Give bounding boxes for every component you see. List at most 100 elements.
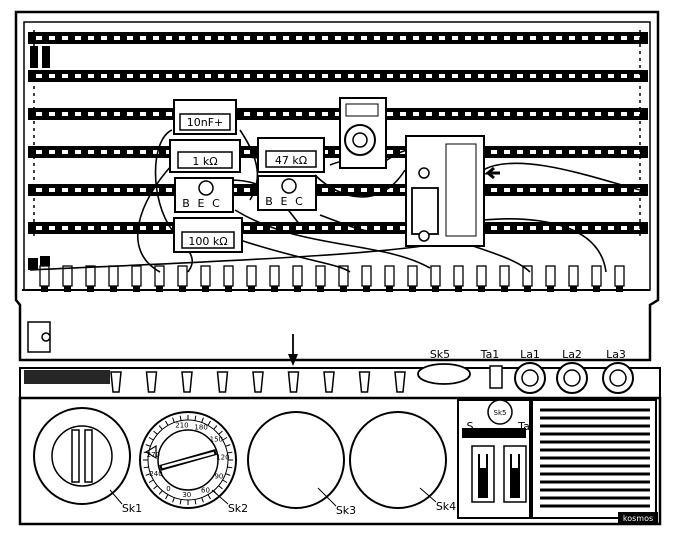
sk5-socket[interactable] [417, 363, 471, 385]
switch-lever[interactable] [394, 371, 406, 393]
rail-slot [621, 36, 627, 40]
terminal-post[interactable] [85, 265, 96, 287]
terminal-post[interactable] [246, 265, 257, 287]
rail-slot [36, 36, 42, 40]
switch-lever[interactable] [323, 371, 335, 393]
rail-slot [439, 74, 445, 78]
relay-module[interactable] [405, 135, 500, 247]
switch-lever[interactable] [252, 371, 264, 393]
terminal-post[interactable] [361, 265, 372, 287]
rail-slot [530, 36, 536, 40]
rail-slot [322, 226, 328, 230]
transistor-2[interactable]: B E C [257, 175, 317, 211]
terminal-post[interactable] [177, 265, 188, 287]
terminal-post[interactable] [614, 265, 625, 287]
dial-scale-ticks [143, 415, 233, 505]
switch-lever[interactable] [358, 371, 371, 393]
transistor-1[interactable]: B E C [174, 177, 234, 213]
rail-slot [400, 188, 406, 192]
rail-slot [192, 36, 198, 40]
rail-slot [387, 188, 393, 192]
rail-slot [465, 112, 471, 116]
rail-slot [114, 188, 120, 192]
rail-slot [309, 36, 315, 40]
side-jack[interactable] [27, 321, 51, 353]
rail-slot [283, 226, 289, 230]
rail-slot [283, 74, 289, 78]
terminal-post[interactable] [108, 265, 119, 287]
terminal-post[interactable] [131, 265, 142, 287]
rail-slot [608, 188, 614, 192]
switch-lever[interactable] [145, 371, 158, 393]
dial-sk3[interactable] [247, 411, 345, 509]
resistor-100k[interactable]: 100 kΩ [173, 217, 243, 253]
terminal-post[interactable] [591, 265, 602, 287]
terminal-post[interactable] [223, 265, 234, 287]
terminal-post[interactable] [453, 265, 464, 287]
rail-slot [49, 150, 55, 154]
rail-slot [88, 74, 94, 78]
terminal-post[interactable] [384, 265, 395, 287]
lamp-2[interactable] [556, 362, 588, 394]
terminal-post[interactable] [407, 265, 418, 287]
rail-slot [192, 74, 198, 78]
rail-slot [114, 226, 120, 230]
rail-slot [296, 36, 302, 40]
rail-slot [543, 150, 549, 154]
dial-sk4[interactable] [349, 411, 447, 509]
rail-slot [608, 36, 614, 40]
lamp-1[interactable] [514, 362, 546, 394]
panel-ta-label: Ta [517, 420, 530, 433]
transistor-1-e: E [198, 197, 205, 210]
scale-tick [218, 430, 223, 435]
switch-lever[interactable] [110, 371, 122, 393]
terminal-post[interactable] [292, 265, 303, 287]
rail-slot [595, 74, 601, 78]
lamp-3[interactable] [602, 362, 634, 394]
switch-lever[interactable] [287, 371, 300, 393]
capacitor[interactable]: 10nF+ [173, 99, 237, 135]
switch-lever[interactable] [181, 371, 193, 393]
transistor-1-c: C [212, 197, 220, 210]
terminal-post[interactable] [269, 265, 280, 287]
potentiometer[interactable] [339, 97, 387, 169]
scale-tick [172, 497, 175, 503]
rail-slot [75, 150, 81, 154]
scale-number: 150 [210, 435, 223, 443]
rail-slot [595, 150, 601, 154]
resistor-47k[interactable]: 47 kΩ [257, 137, 325, 173]
terminal-post[interactable] [545, 265, 556, 287]
dial-sk1[interactable] [33, 407, 131, 505]
rail-slot [621, 188, 627, 192]
terminal-post[interactable] [499, 265, 510, 287]
toggle-s[interactable] [471, 445, 495, 503]
terminal-post[interactable] [430, 265, 441, 287]
ta1-button[interactable] [489, 365, 503, 389]
rail-slot [179, 36, 185, 40]
rail-slot [270, 36, 276, 40]
rail-slot [569, 188, 575, 192]
resistor-1k[interactable]: 1 kΩ [169, 139, 241, 173]
wiring [29, 129, 641, 273]
scale-tick [143, 451, 149, 454]
rail-slot [296, 74, 302, 78]
scale-tick [153, 430, 158, 435]
rail-slot [75, 112, 81, 116]
rail-slot [114, 74, 120, 78]
panel-sk5-label: Sk5 [494, 409, 507, 417]
terminal-post[interactable] [200, 265, 211, 287]
resistor-1k-label: 1 kΩ [192, 155, 217, 168]
rail-slot [348, 226, 354, 230]
terminal-post[interactable] [568, 265, 579, 287]
rail-slot [335, 226, 341, 230]
switch-lever[interactable] [216, 371, 229, 393]
terminal-post[interactable] [476, 265, 487, 287]
terminal-post[interactable] [315, 265, 326, 287]
rail-slot [257, 74, 263, 78]
toggle-ta[interactable] [503, 445, 527, 503]
rail-slot [478, 112, 484, 116]
rail-slot [257, 226, 263, 230]
rail-slot [348, 74, 354, 78]
